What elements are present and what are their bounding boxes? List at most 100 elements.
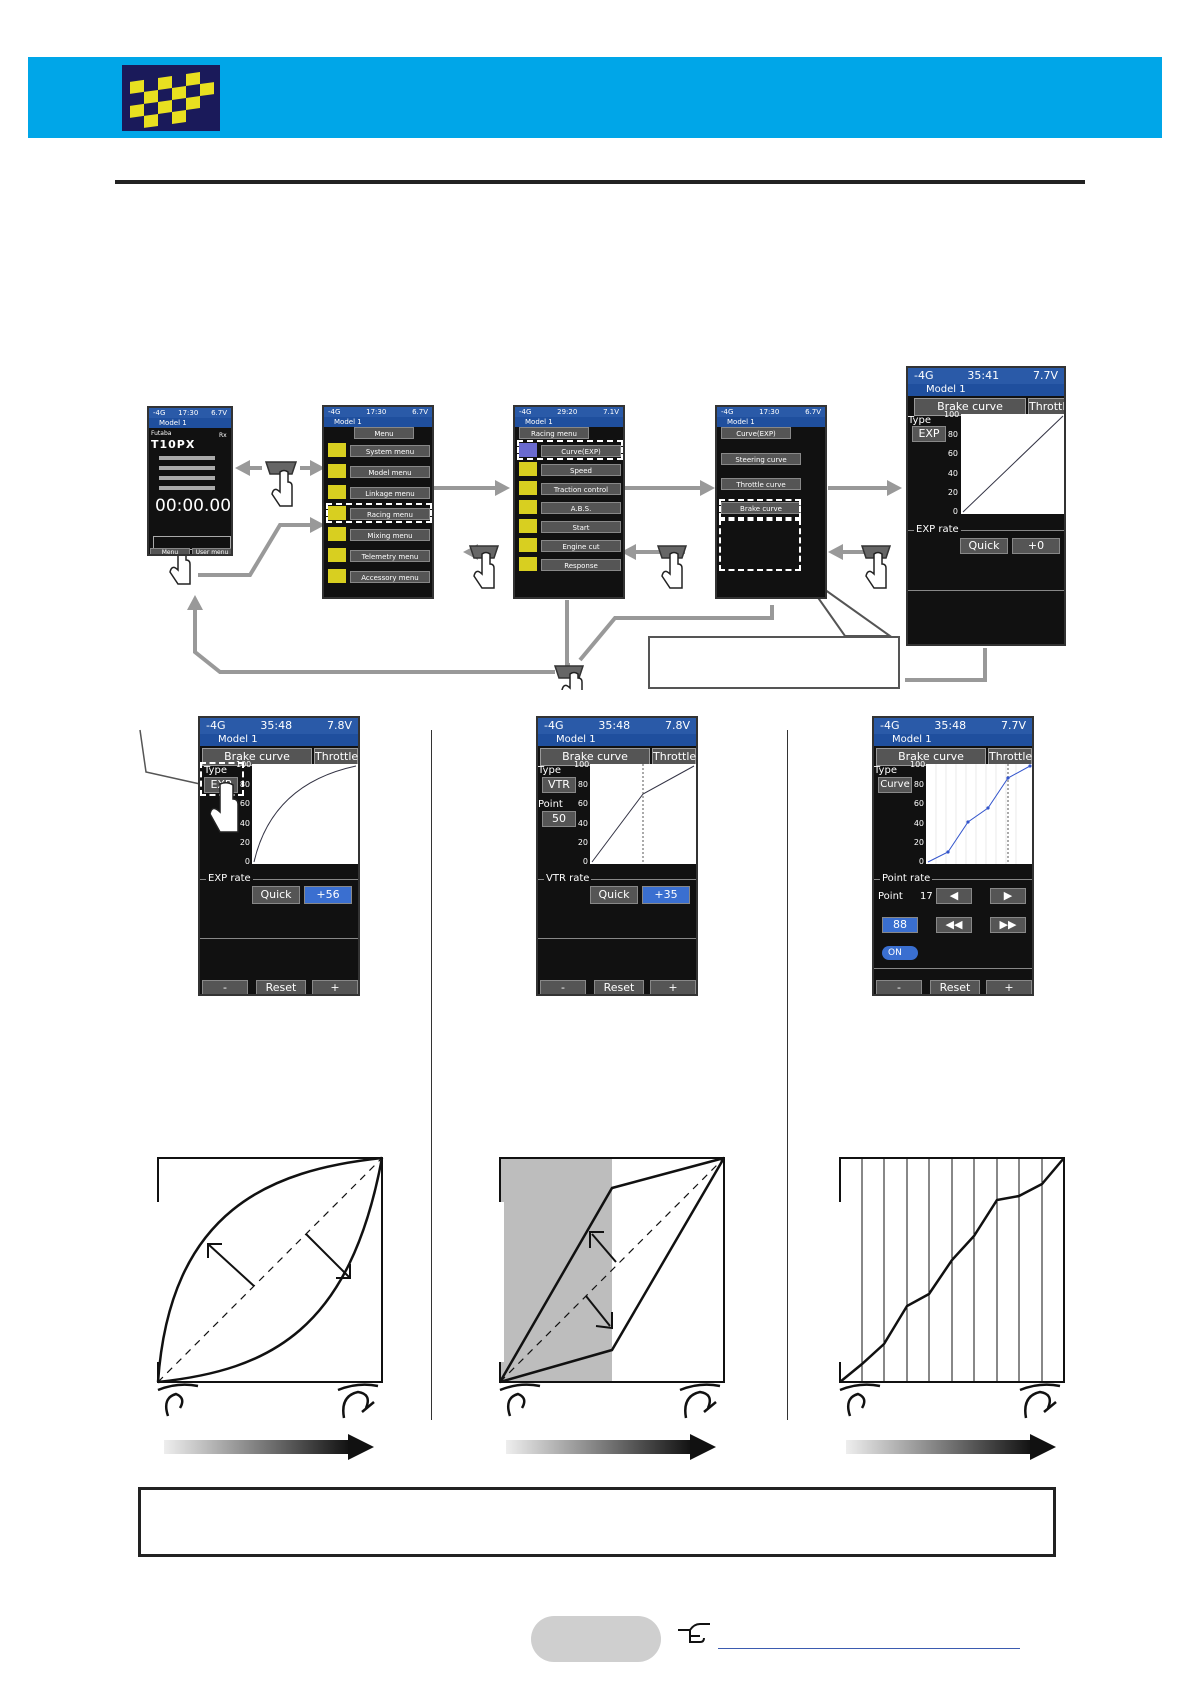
status-left: -4G [519, 408, 532, 416]
start-button[interactable]: Start [541, 521, 621, 533]
speed-button[interactable]: Speed [541, 464, 621, 476]
point-toggle[interactable]: ON [882, 946, 918, 960]
status-left: -4G [721, 408, 734, 416]
curve-icon [519, 443, 537, 457]
status-time: 17:30 [178, 409, 199, 417]
exp-rate-value[interactable]: +56 [304, 886, 352, 904]
separator [874, 879, 1032, 880]
curve-graph[interactable] [252, 764, 358, 864]
tab-throttle[interactable]: Throttle [652, 748, 696, 766]
reset-button[interactable]: Reset [256, 980, 306, 994]
selection-highlight [326, 503, 432, 523]
telemetry-menu-button[interactable]: Telemetry menu [350, 550, 430, 562]
exp-rate-value[interactable]: +0 [1012, 538, 1060, 554]
accessory-menu-button[interactable]: Accessory menu [350, 571, 430, 583]
hand-pointer-icon [169, 469, 887, 690]
engine-cut-button[interactable]: Engine cut [541, 540, 621, 552]
exp-rate-label: EXP rate [206, 873, 253, 884]
vtr-curve-diagram [494, 1156, 726, 1460]
status-left: -4G [880, 719, 900, 732]
y-tick: 100 [574, 760, 590, 769]
point-next-button[interactable]: ▶ [990, 888, 1026, 904]
system-menu-button[interactable]: System menu [350, 445, 430, 457]
gradient-arrow-icon [164, 1440, 350, 1454]
brake-curve-button[interactable]: Brake curve [721, 502, 801, 514]
point-prev-button[interactable]: ◀ [936, 888, 972, 904]
reset-button[interactable]: Reset [594, 980, 644, 994]
vtr-rate-value[interactable]: +35 [642, 886, 690, 904]
y-tick: 20 [577, 838, 588, 847]
model-name: Model 1 [515, 417, 623, 427]
fast-prev-button[interactable]: ◀◀ [936, 917, 972, 933]
status-battery: 7.1V [603, 408, 619, 416]
linkage-menu-button[interactable]: Linkage menu [350, 487, 430, 499]
tab-brake-curve[interactable]: Brake curve [540, 748, 650, 766]
traction-control-button[interactable]: Traction control [541, 483, 621, 495]
quick-button[interactable]: Quick [960, 538, 1008, 554]
abs-button[interactable]: A.B.S. [541, 502, 621, 514]
curve-exp-button[interactable]: Curve(EXP) [541, 445, 621, 457]
tab-brake-curve[interactable]: Brake curve [876, 748, 986, 766]
menu-button[interactable]: Menu [150, 548, 190, 554]
racing-menu-icon [328, 506, 346, 520]
reference-link[interactable] [718, 1648, 1020, 1649]
y-tick: 0 [244, 857, 250, 866]
curve-graph[interactable] [961, 414, 1064, 514]
y-tick: 60 [913, 799, 924, 808]
curve-graph[interactable] [926, 764, 1032, 864]
separator [908, 590, 1064, 591]
minus-button[interactable]: - [202, 980, 248, 994]
response-button[interactable]: Response [541, 559, 621, 571]
y-tick: 60 [239, 799, 250, 808]
quick-button[interactable]: Quick [590, 886, 638, 904]
minus-button[interactable]: - [540, 980, 586, 994]
type-select[interactable]: EXP [912, 426, 946, 442]
pointing-finger-icon [678, 1623, 710, 1643]
tab-throttle[interactable]: Throttle [988, 748, 1032, 766]
model-name: Model 1 [200, 734, 358, 746]
accessory-menu-icon [328, 569, 346, 583]
point-value[interactable]: 50 [542, 811, 576, 827]
status-left: -4G [206, 719, 226, 732]
type-select[interactable]: VTR [542, 777, 576, 793]
quick-button[interactable]: Quick [252, 886, 300, 904]
user-menu-button[interactable]: User menu [192, 548, 231, 554]
y-tick: 80 [913, 780, 924, 789]
point-rate-label: Point rate [880, 873, 933, 884]
model-name: Model 1 [874, 734, 1032, 746]
point-rate-value[interactable]: 88 [882, 917, 918, 933]
system-menu-icon [328, 443, 346, 457]
minus-button[interactable]: - [876, 980, 922, 994]
plus-button[interactable]: + [650, 980, 696, 994]
status-time: 35:48 [934, 719, 967, 732]
tab-throttle[interactable]: Throttle [314, 748, 358, 766]
separator [538, 938, 696, 939]
tab-throttle[interactable]: Throttle [1028, 398, 1064, 416]
y-tick: 100 [944, 410, 960, 419]
racing-menu-button[interactable]: Racing menu [350, 508, 430, 520]
fast-next-button[interactable]: ▶▶ [990, 917, 1026, 933]
tab-brake-curve[interactable]: Brake curve [202, 748, 312, 766]
type-label: Type [874, 765, 897, 776]
column-divider [787, 730, 788, 1420]
status-battery: 7.8V [326, 719, 352, 732]
separator [538, 879, 696, 880]
steering-curve-button[interactable]: Steering curve [721, 453, 801, 465]
plus-button[interactable]: + [312, 980, 358, 994]
status-battery: 6.7V [805, 408, 821, 416]
selection-highlight [719, 499, 801, 519]
mixing-menu-button[interactable]: Mixing menu [350, 529, 430, 541]
plus-button[interactable]: + [986, 980, 1032, 994]
model-menu-button[interactable]: Model menu [350, 466, 430, 478]
status-left: -4G [914, 369, 934, 382]
curve-graph[interactable] [590, 764, 696, 864]
type-select[interactable]: Curve [878, 777, 912, 793]
reset-button[interactable]: Reset [930, 980, 980, 994]
throttle-curve-button[interactable]: Throttle curve [721, 478, 801, 490]
checkered-flag-icon [122, 65, 220, 131]
